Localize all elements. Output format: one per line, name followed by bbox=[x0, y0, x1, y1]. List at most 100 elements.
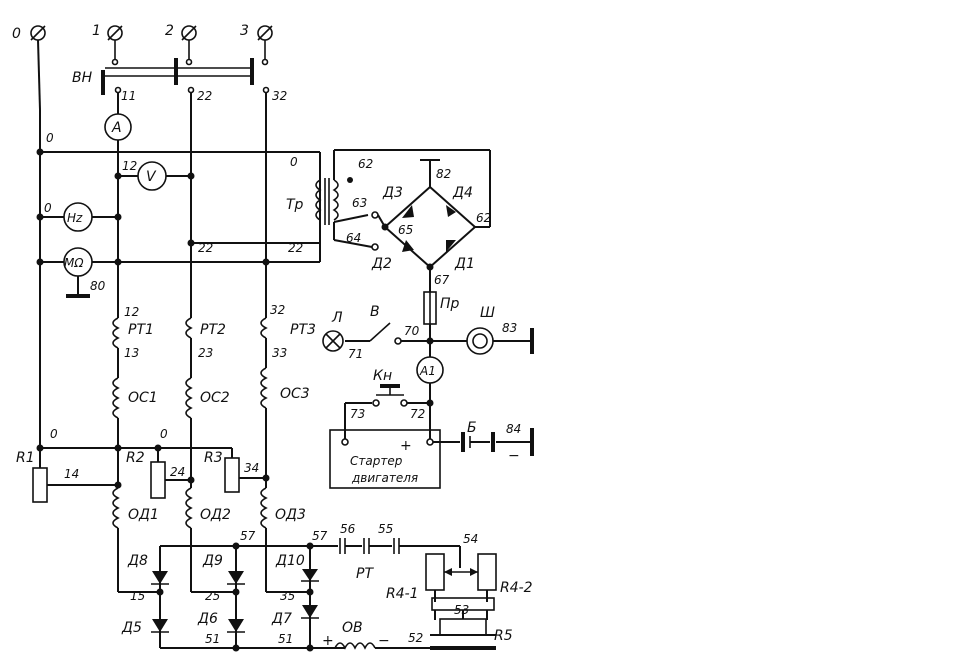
node-64: 64 bbox=[346, 231, 361, 245]
voltmeter-symbol: V bbox=[146, 169, 157, 185]
coil-os1-label: ОС1 bbox=[128, 390, 158, 406]
megohmmeter: MΩ bbox=[63, 247, 93, 277]
node-24: 24 bbox=[170, 465, 185, 479]
diode-d5-label: Д5 bbox=[121, 620, 142, 636]
node-25: 25 bbox=[205, 589, 220, 603]
node-33: 33 bbox=[272, 346, 287, 360]
transformer: Тр bbox=[286, 177, 353, 225]
switch-label: ВН bbox=[72, 70, 93, 86]
fuse-label: Пр bbox=[440, 296, 460, 312]
coil-plus: + bbox=[322, 633, 334, 649]
node-53: 53 bbox=[454, 603, 469, 617]
node-22-a: 22 bbox=[198, 241, 213, 255]
node-12-b: 12 bbox=[124, 305, 139, 319]
resistor-row: 0 0 R1 R2 R3 14 24 34 bbox=[16, 427, 270, 503]
frequency-meter-symbol: Hz bbox=[67, 211, 83, 225]
diode-d10-label: Д10 bbox=[275, 553, 305, 569]
diode-d7-label: Д7 bbox=[271, 611, 292, 627]
node-57-b: 57 bbox=[312, 529, 328, 543]
node-62-a: 62 bbox=[358, 157, 373, 171]
coil-os3-label: ОС3 bbox=[280, 386, 310, 402]
phase-coils: 12 РТ1 13 РТ2 23 32 РТ3 33 ОС1 ОС2 ОС3 О… bbox=[112, 300, 316, 568]
starter-label-line2: двигателя bbox=[351, 471, 418, 485]
coil-rt3-label: РТ3 bbox=[290, 322, 316, 338]
transformer-label: Тр bbox=[286, 197, 304, 213]
resistor-r4-1-label: R4-1 bbox=[386, 586, 419, 602]
node-82: 82 bbox=[436, 167, 451, 181]
node-0-e: 0 bbox=[160, 427, 168, 441]
diode-d1-label: Д1 bbox=[454, 256, 475, 272]
terminal-2-label: 2 bbox=[165, 23, 174, 39]
diode-d8-label: Д8 bbox=[127, 553, 148, 569]
node-72: 72 bbox=[410, 407, 425, 421]
megohmmeter-symbol: MΩ bbox=[64, 256, 84, 270]
ammeter-symbol: A bbox=[111, 120, 122, 136]
coil-rt1-label: РТ1 bbox=[128, 322, 154, 338]
diode-d6-label: Д6 bbox=[197, 611, 218, 627]
coil-od1-label: ОД1 bbox=[128, 507, 159, 523]
node-34: 34 bbox=[244, 461, 259, 475]
node-0-b: 0 bbox=[44, 201, 52, 215]
relay-output: 56 55 РТ 54 53 R4-1 R4-2 R5 + ОВ − 52 bbox=[310, 522, 533, 650]
ammeter: A bbox=[104, 113, 132, 141]
rectifier-bridge: 62 82 63 65 64 62 67 Д3 Д4 Д2 Д1 bbox=[333, 149, 491, 287]
terminal-3-label: 3 bbox=[240, 23, 249, 39]
coil-od2-label: ОД2 bbox=[200, 507, 231, 523]
left-wiring bbox=[36, 39, 321, 448]
terminal-1-label: 1 bbox=[92, 23, 101, 39]
diode-d3-label: Д3 bbox=[382, 185, 403, 201]
node-54: 54 bbox=[463, 532, 478, 546]
lamp-label: Л bbox=[331, 310, 343, 326]
resistor-r1-label: R1 bbox=[16, 450, 35, 466]
coil-minus: − bbox=[378, 633, 390, 649]
node-14: 14 bbox=[64, 467, 79, 481]
coil-os2-label: ОС2 bbox=[200, 390, 230, 406]
diode-d4-label: Д4 bbox=[452, 185, 473, 201]
node-83: 83 bbox=[502, 321, 517, 335]
node-51-b: 51 bbox=[278, 632, 293, 646]
diode-d9-label: Д9 bbox=[202, 553, 223, 569]
node-63: 63 bbox=[352, 196, 367, 210]
node-84: 84 bbox=[506, 422, 521, 436]
node-67: 67 bbox=[434, 273, 450, 287]
main-switch: ВН 11 22 32 bbox=[72, 40, 287, 103]
battery-minus: − bbox=[508, 448, 520, 464]
relay-contacts-label: РТ bbox=[356, 566, 374, 582]
starter-label-line1: Стартер bbox=[350, 454, 403, 468]
switch-v-label: В bbox=[370, 304, 380, 320]
node-71: 71 bbox=[348, 347, 363, 361]
node-15: 15 bbox=[130, 589, 145, 603]
node-13: 13 bbox=[124, 346, 139, 360]
node-51-a: 51 bbox=[205, 632, 220, 646]
node-0-d: 0 bbox=[50, 427, 58, 441]
node-22-b: 22 bbox=[288, 241, 303, 255]
input-terminals: 0 1 2 3 bbox=[12, 23, 273, 42]
button-label: Кн bbox=[373, 368, 392, 384]
socket-label: Ш bbox=[480, 305, 495, 321]
resistor-r5-label: R5 bbox=[494, 628, 513, 644]
node-57-a: 57 bbox=[240, 529, 256, 543]
node-73: 73 bbox=[350, 407, 365, 421]
resistor-r4-2-label: R4-2 bbox=[500, 580, 533, 596]
node-56: 56 bbox=[340, 522, 356, 536]
node-32-top-label: 32 bbox=[272, 89, 287, 103]
ammeter-a1-symbol: A1 bbox=[419, 364, 436, 378]
frequency-meter: Hz bbox=[63, 202, 93, 232]
battery-label: Б bbox=[467, 420, 477, 436]
node-0-a: 0 bbox=[46, 131, 54, 145]
excitation-coil-label: ОВ bbox=[342, 620, 363, 636]
diode-d2-label: Д2 bbox=[371, 256, 392, 272]
node-52: 52 bbox=[408, 631, 423, 645]
node-70: 70 bbox=[404, 324, 420, 338]
node-0-c: 0 bbox=[290, 155, 298, 169]
coil-rt2-label: РТ2 bbox=[200, 322, 226, 338]
node-65: 65 bbox=[398, 223, 413, 237]
node-55: 55 bbox=[378, 522, 393, 536]
coil-od3-label: ОД3 bbox=[275, 507, 306, 523]
node-80: 80 bbox=[90, 279, 106, 293]
node-12: 12 bbox=[122, 159, 137, 173]
node-35: 35 bbox=[280, 589, 295, 603]
node-11-label: 11 bbox=[121, 89, 136, 103]
starter-motor-box: + Стартер двигателя Б 84 − bbox=[329, 420, 534, 489]
voltmeter: V bbox=[137, 161, 167, 191]
